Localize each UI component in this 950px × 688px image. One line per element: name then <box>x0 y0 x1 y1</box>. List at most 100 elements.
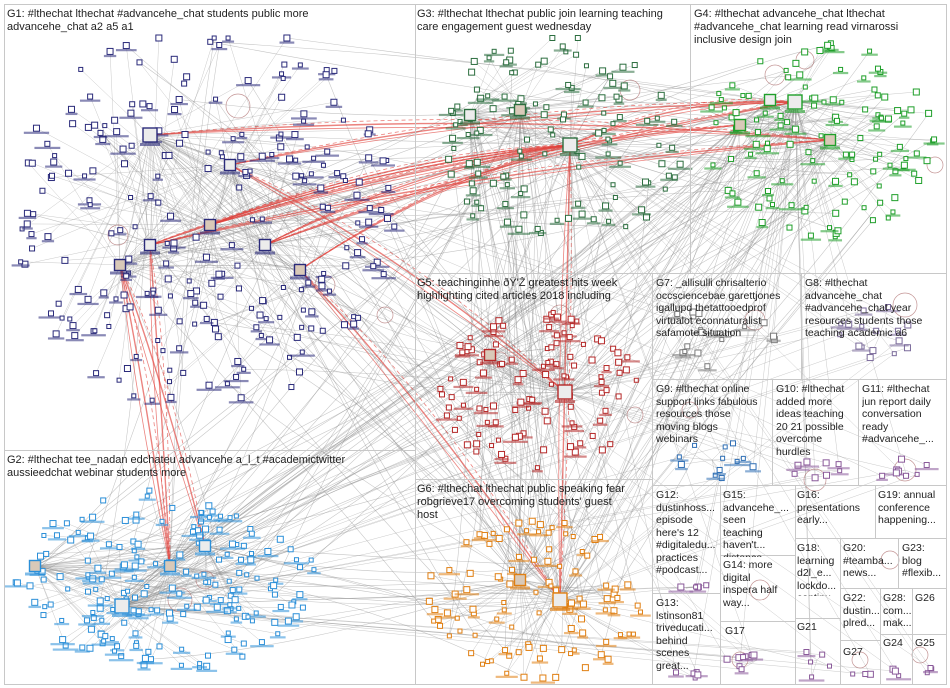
node-label-mark <box>474 376 492 379</box>
node-label-mark <box>568 652 580 655</box>
edge <box>108 134 151 327</box>
node-label-mark <box>724 196 741 199</box>
node <box>163 260 170 267</box>
node <box>466 569 474 577</box>
node-label-mark <box>170 667 193 670</box>
edge <box>142 103 266 246</box>
node <box>515 519 523 527</box>
node-label-mark <box>23 131 50 134</box>
node-label-mark <box>632 213 652 216</box>
node <box>530 556 537 563</box>
edge <box>149 134 746 657</box>
self-loop <box>626 406 644 424</box>
node-label-mark <box>144 295 162 298</box>
node <box>878 115 884 121</box>
node <box>278 93 286 101</box>
node <box>30 211 37 218</box>
node <box>598 378 605 385</box>
edge <box>87 224 211 561</box>
node <box>133 511 140 518</box>
node <box>839 99 845 105</box>
node <box>299 349 305 355</box>
edge <box>121 605 303 608</box>
node <box>869 217 876 224</box>
edge <box>605 101 796 586</box>
node-label-mark <box>601 223 616 226</box>
node <box>533 589 539 595</box>
node <box>209 508 216 515</box>
edge <box>559 346 688 601</box>
node-label-mark <box>872 117 884 120</box>
node <box>485 659 491 665</box>
node <box>271 618 279 626</box>
edge <box>487 214 525 356</box>
node-label-mark <box>668 590 694 593</box>
edge <box>47 134 151 237</box>
node <box>855 342 863 350</box>
node-label-mark <box>258 321 275 324</box>
edge <box>559 352 684 601</box>
node <box>63 520 70 527</box>
node <box>534 225 541 232</box>
node <box>881 93 889 101</box>
edge <box>24 224 211 265</box>
node-label-mark <box>611 70 635 73</box>
edge <box>149 134 584 605</box>
node <box>120 561 128 569</box>
hub-node <box>552 592 568 608</box>
node <box>78 66 84 72</box>
node <box>47 310 54 317</box>
edge <box>149 244 221 297</box>
node <box>101 638 107 644</box>
highlight-edge <box>264 101 796 246</box>
edge <box>119 70 787 266</box>
node <box>549 525 555 531</box>
node-label-mark <box>140 251 160 255</box>
node <box>877 199 884 206</box>
node <box>296 591 304 599</box>
edge <box>564 391 827 464</box>
node <box>117 227 124 234</box>
node <box>492 419 499 426</box>
node-label-mark <box>572 217 592 220</box>
node-label-mark <box>494 461 517 464</box>
highlight-edge <box>299 144 571 271</box>
node-label-mark <box>78 623 96 626</box>
node <box>93 370 100 377</box>
node <box>205 502 213 510</box>
node <box>148 607 154 613</box>
edge <box>149 151 328 246</box>
node <box>710 162 716 168</box>
node-label-mark <box>236 84 261 87</box>
node-label-mark <box>510 196 531 199</box>
node-label-mark <box>47 538 67 541</box>
node-label-mark <box>544 364 558 367</box>
node <box>810 158 816 164</box>
node-label-mark <box>595 612 616 615</box>
edge <box>506 599 561 674</box>
node <box>576 164 582 170</box>
node-label-mark <box>914 467 939 471</box>
edge <box>27 223 211 226</box>
edge <box>121 201 468 607</box>
node <box>553 332 560 339</box>
node-label-mark <box>435 418 458 421</box>
node <box>788 202 795 209</box>
node-label-mark <box>577 105 594 108</box>
node-label-mark <box>454 593 479 596</box>
node <box>557 563 563 569</box>
node <box>180 369 187 376</box>
node <box>155 173 161 179</box>
node-label-mark <box>899 116 910 119</box>
node-label-mark <box>890 149 910 153</box>
node-label-mark <box>674 356 691 359</box>
self-loop <box>803 468 827 492</box>
node <box>603 638 610 645</box>
edge <box>829 89 875 141</box>
node <box>443 609 451 617</box>
node <box>548 583 554 589</box>
edge <box>569 144 899 676</box>
node <box>579 549 585 555</box>
node <box>159 518 165 524</box>
node <box>468 650 475 657</box>
